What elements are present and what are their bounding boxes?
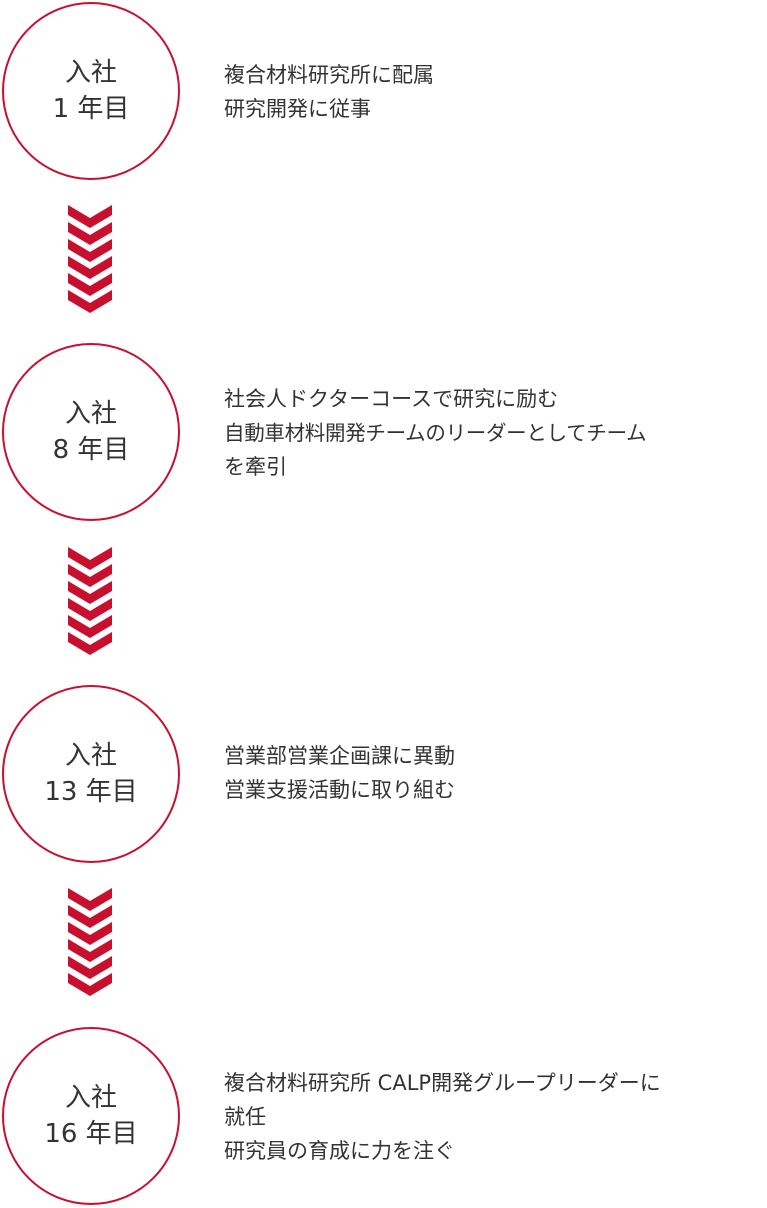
chevron-down-icon	[68, 273, 112, 296]
year-circle: 入社 8 年目	[2, 343, 180, 521]
description-line: 研究開発に従事	[224, 97, 371, 121]
chevron-down-icon	[68, 222, 112, 245]
chevron-down-icon	[68, 205, 112, 313]
circle-label: 入社	[64, 741, 117, 771]
chevron-down-icon	[68, 581, 112, 604]
description-line: を牽引	[224, 455, 287, 479]
step-description: 営業部営業企画課に異動 営業支援活動に取り組む	[224, 739, 767, 807]
chevron-down-icon	[68, 973, 112, 996]
circle-year: 16 年目	[44, 1119, 138, 1149]
year-circle: 入社 16 年目	[2, 1027, 180, 1205]
chevron-down-icon	[68, 939, 112, 962]
year-circle: 入社 1 年目	[2, 2, 180, 180]
description-line: 営業部営業企画課に異動	[224, 744, 455, 768]
circle-year: 8 年目	[52, 435, 130, 465]
description-line: 研究員の育成に力を注ぐ	[224, 1139, 455, 1163]
chevron-down-icon	[68, 905, 112, 928]
chevron-down-icon	[68, 888, 112, 996]
circle-year: 1 年目	[52, 94, 130, 124]
description-line: 自動車材料開発チームのリーダーとしてチーム	[224, 421, 647, 445]
circle-label: 入社	[64, 1083, 117, 1113]
circle-year: 13 年目	[44, 777, 138, 807]
chevron-down-icon	[68, 632, 112, 655]
description-line: 社会人ドクターコースで研究に励む	[224, 387, 559, 411]
step-description: 社会人ドクターコースで研究に励む 自動車材料開発チームのリーダーとしてチーム を…	[224, 382, 767, 484]
chevron-down-icon	[68, 547, 112, 570]
chevron-down-icon	[68, 256, 112, 279]
chevron-down-icon	[68, 205, 112, 228]
chevron-down-icon	[68, 615, 112, 638]
circle-label: 入社	[64, 399, 117, 429]
chevron-down-icon	[68, 564, 112, 587]
chevron-down-icon	[68, 239, 112, 262]
step-description: 複合材料研究所 CALP開発グループリーダーに 就任 研究員の育成に力を注ぐ	[224, 1066, 767, 1168]
description-line: 就任	[224, 1105, 266, 1129]
description-line: 複合材料研究所 CALP開発グループリーダーに	[224, 1071, 661, 1095]
chevron-down-icon	[68, 922, 112, 945]
chevron-down-icon	[68, 598, 112, 621]
year-circle: 入社 13 年目	[2, 685, 180, 863]
chevron-down-icon	[68, 290, 112, 313]
circle-label: 入社	[64, 58, 117, 88]
chevron-down-icon	[68, 956, 112, 979]
chevron-down-icon	[68, 888, 112, 911]
description-line: 営業支援活動に取り組む	[224, 778, 455, 802]
chevron-down-icon	[68, 547, 112, 655]
description-line: 複合材料研究所に配属	[224, 63, 434, 87]
step-description: 複合材料研究所に配属 研究開発に従事	[224, 58, 767, 126]
